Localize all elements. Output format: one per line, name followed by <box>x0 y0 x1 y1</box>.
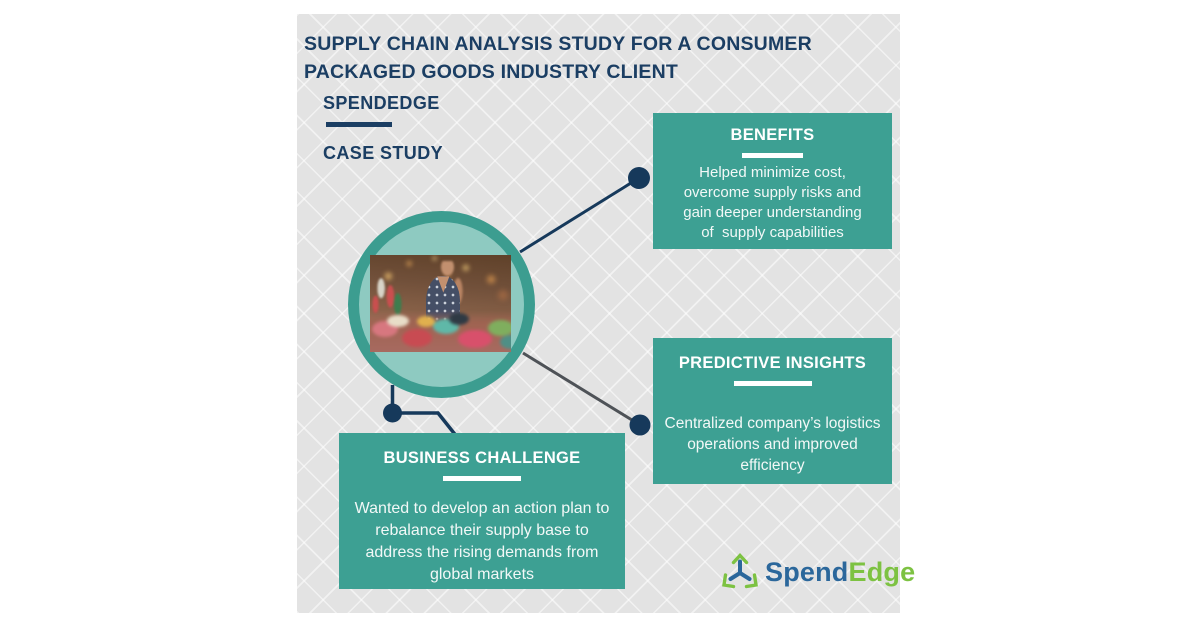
logo-wordmark: SpendEdge <box>765 557 915 588</box>
connector-dot-benefits <box>628 167 650 189</box>
photo-trinket <box>386 314 409 327</box>
photo-trinket <box>458 330 493 349</box>
brand-underline <box>326 122 392 127</box>
connector-dot-challenge <box>383 403 402 423</box>
business-challenge-underline <box>443 476 521 481</box>
business-challenge-box: BUSINESS CHALLENGE Wanted to develop an … <box>339 433 625 589</box>
benefits-body: Helped minimize cost, overcome supply ri… <box>683 163 866 241</box>
spendedge-triad-icon <box>722 553 758 589</box>
photo-trinket <box>449 313 470 326</box>
predictive-insights-body: Centralized company’s logistics operatio… <box>664 414 881 474</box>
page-title: SUPPLY CHAIN ANALYSIS STUDY FOR A CONSUM… <box>304 33 812 83</box>
benefits-box: BENEFITS Helped minimize cost, overcome … <box>653 113 892 249</box>
connector-line-predictive <box>522 351 641 427</box>
market-photo <box>370 255 511 352</box>
photo-trinket <box>488 320 511 337</box>
photo-trinket <box>401 329 432 348</box>
content-panel: SUPPLY CHAIN ANALYSIS STUDY FOR A CONSUM… <box>297 14 915 613</box>
logo-word-edge: Edge <box>848 556 916 587</box>
case-study-label: CASE STUDY <box>323 143 444 163</box>
logo-word-spend: Spend <box>765 556 849 587</box>
connector-dot-predictive <box>629 414 651 436</box>
photo-market-table <box>370 311 511 352</box>
connector-lines <box>383 167 651 437</box>
benefits-underline <box>742 153 803 158</box>
connector-line-challenge <box>390 385 457 437</box>
photo-trinket <box>416 315 435 327</box>
benefits-title: BENEFITS <box>730 126 815 144</box>
spendedge-logo: SpendEdge <box>720 552 915 592</box>
connector-line-benefits <box>519 176 640 254</box>
predictive-insights-box: PREDICTIVE INSIGHTS Centralized company’… <box>653 338 892 484</box>
photo-trinket <box>500 334 511 349</box>
predictive-insights-underline <box>733 381 812 386</box>
business-challenge-title: BUSINESS CHALLENGE <box>383 449 581 467</box>
brand-name: SPENDEDGE <box>323 93 440 113</box>
business-challenge-body: Wanted to develop an action plan to reba… <box>354 499 610 583</box>
predictive-insights-title: PREDICTIVE INSIGHTS <box>678 354 867 372</box>
logo-icon-green-chevrons <box>722 553 758 589</box>
logo-icon-blue-tripod <box>728 559 752 581</box>
